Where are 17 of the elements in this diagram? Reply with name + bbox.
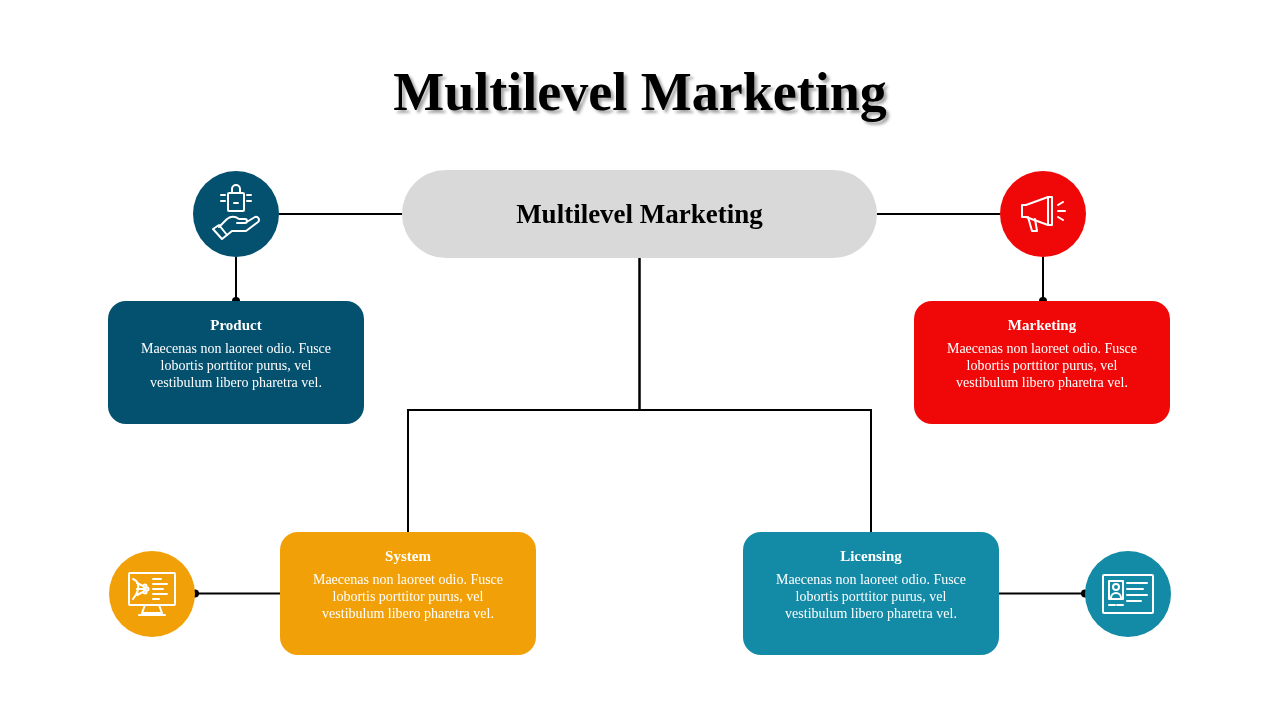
- central-title: Multilevel Marketing: [516, 197, 763, 231]
- card-text: Maecenas non laoreet odio. Fusce lobortis porttitor purus, vel vestibulum libero pharetra vel.: [945, 340, 1139, 391]
- card-text: Maecenas non laoreet odio. Fusce lobortis porttitor purus, vel vestibulum libero pharetra vel.: [139, 340, 333, 391]
- info-card: [743, 532, 999, 655]
- title: Multilevel Marketing: [393, 61, 887, 124]
- connector-line: [876, 213, 1001, 215]
- info-card: [280, 532, 536, 655]
- card-text: Maecenas non laoreet odio. Fusce lobortis porttitor purus, vel vestibulum libero pharetra vel.: [311, 571, 505, 622]
- card-heading: Marketing: [1007, 316, 1077, 335]
- connector-line: [278, 213, 403, 215]
- info-card: [914, 301, 1170, 424]
- card-heading: Licensing: [840, 547, 902, 566]
- card-text: Maecenas non laoreet odio. Fusce lobortis porttitor purus, vel vestibulum libero pharetra vel.: [774, 571, 968, 622]
- card-heading: System: [385, 547, 431, 566]
- connector-line: [638, 257, 872, 533]
- info-card: [108, 301, 364, 424]
- card-heading: Product: [210, 316, 262, 335]
